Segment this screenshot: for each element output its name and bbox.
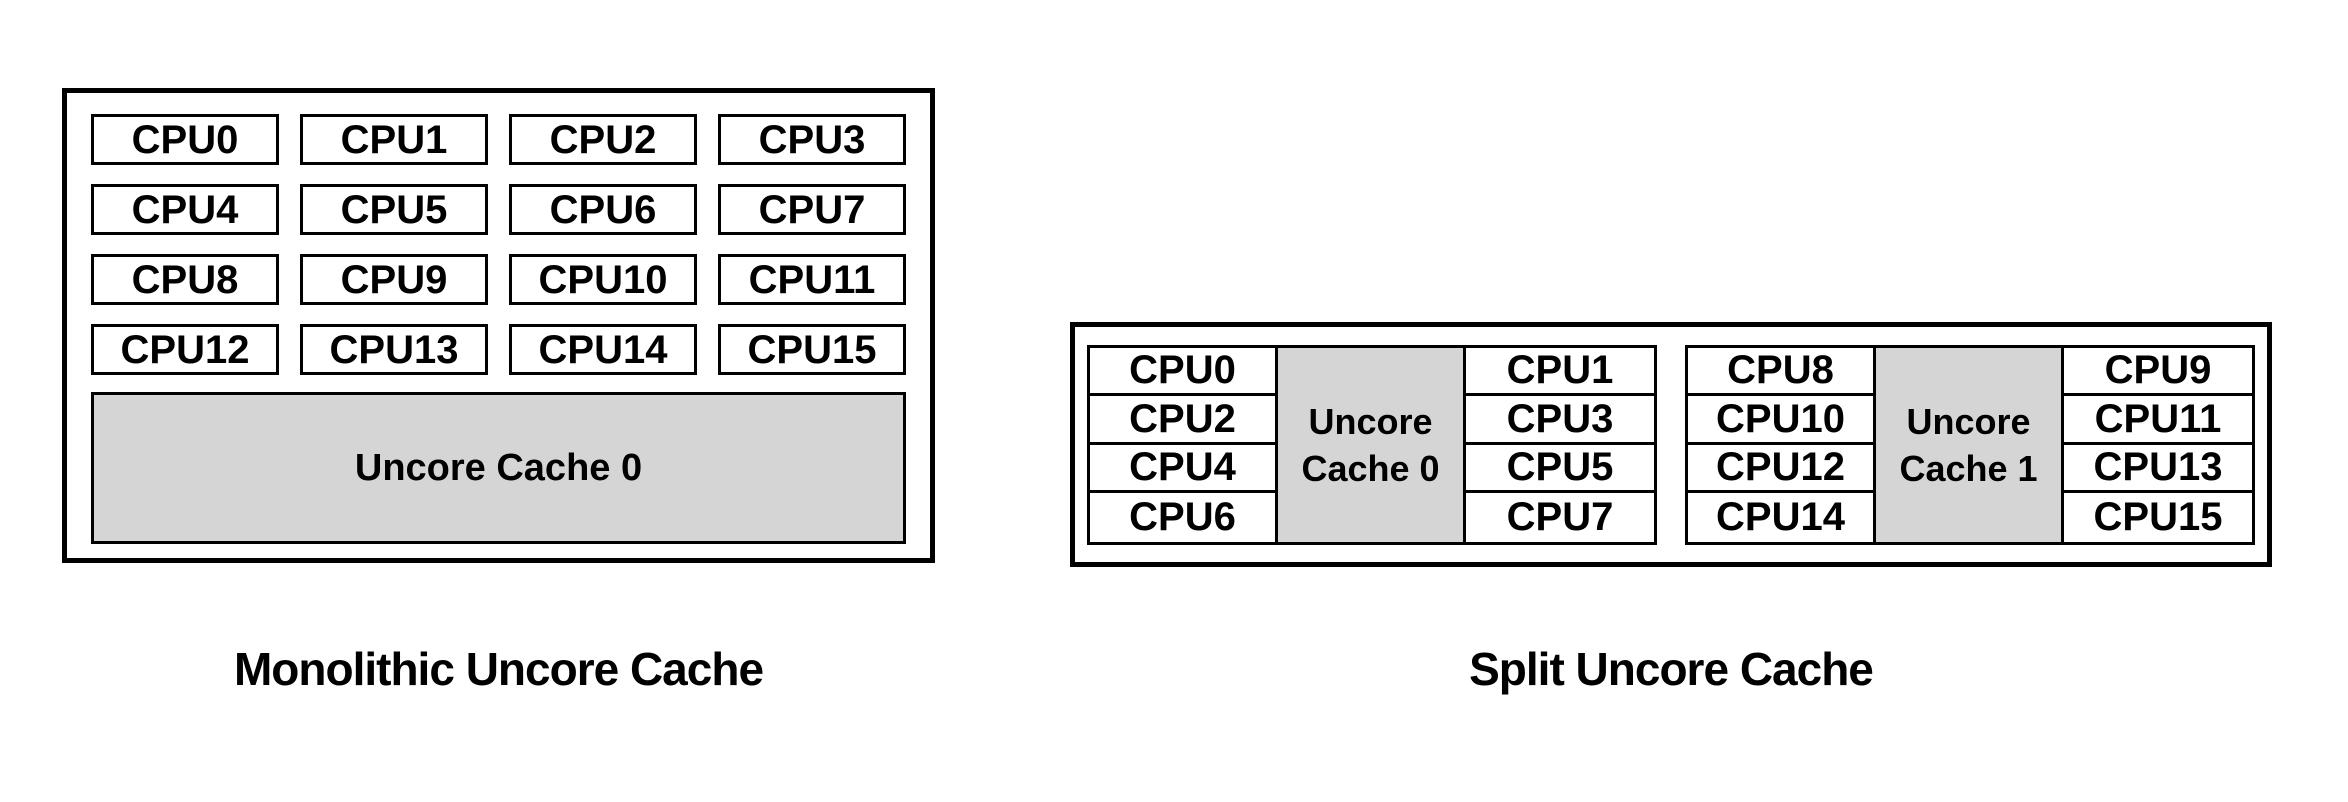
split-group-1: CPU8 CPU10 CPU12 CPU14 Uncore Cache 1 CP… xyxy=(1685,344,2255,545)
cpu-cell: CPU14 xyxy=(509,324,697,375)
split-group-1-right-column: CPU9 CPU11 CPU13 CPU15 xyxy=(2064,347,2252,542)
cpu-cell: CPU2 xyxy=(509,114,697,165)
cpu-cell: CPU10 xyxy=(509,254,697,305)
uncore-cache-0-label: Uncore Cache 0 xyxy=(1301,400,1440,489)
cpu-cell: CPU4 xyxy=(91,184,279,235)
cpu-cell: CPU15 xyxy=(718,324,906,375)
split-group-0-right-column: CPU1 CPU3 CPU5 CPU7 xyxy=(1466,347,1654,542)
cpu-cell: CPU8 xyxy=(91,254,279,305)
monolithic-caption: Monolithic Uncore Cache xyxy=(233,643,764,695)
cpu-cell: CPU0 xyxy=(91,114,279,165)
split-group-0-left-column: CPU0 CPU2 CPU4 CPU6 xyxy=(1090,347,1278,542)
cpu-cell: CPU5 xyxy=(1466,444,1654,493)
cpu-cell: CPU13 xyxy=(300,324,488,375)
cpu-cell: CPU5 xyxy=(300,184,488,235)
cpu-cell: CPU9 xyxy=(2064,347,2252,396)
uncore-cache-0-cell: Uncore Cache 0 xyxy=(1278,347,1466,542)
uncore-cache-1-label: Uncore Cache 1 xyxy=(1899,400,2038,489)
cpu-cell: CPU4 xyxy=(1090,444,1275,493)
cpu-cell: CPU12 xyxy=(1688,444,1873,493)
cpu-cell: CPU6 xyxy=(1090,493,1275,542)
cpu-cell: CPU6 xyxy=(509,184,697,235)
cpu-cell: CPU10 xyxy=(1688,396,1873,445)
cpu-cell: CPU11 xyxy=(2064,396,2252,445)
uncore-cache-1-cell: Uncore Cache 1 xyxy=(1876,347,2064,542)
cpu-cell: CPU9 xyxy=(300,254,488,305)
cpu-cell: CPU15 xyxy=(2064,493,2252,542)
split-caption: Split Uncore Cache xyxy=(1469,643,1874,695)
cpu-cell: CPU1 xyxy=(1466,347,1654,396)
monolithic-chip-box: CPU0 CPU1 CPU2 CPU3 CPU4 CPU5 CPU6 CPU7 … xyxy=(62,88,935,563)
cpu-cell: CPU7 xyxy=(718,184,906,235)
cpu-cell: CPU12 xyxy=(91,324,279,375)
monolithic-cpu-grid: CPU0 CPU1 CPU2 CPU3 CPU4 CPU5 CPU6 CPU7 … xyxy=(91,114,906,375)
cpu-cell: CPU14 xyxy=(1688,493,1873,542)
cpu-cell: CPU2 xyxy=(1090,396,1275,445)
split-group-0: CPU0 CPU2 CPU4 CPU6 Uncore Cache 0 CPU1 … xyxy=(1087,344,1657,545)
split-chip-box: CPU0 CPU2 CPU4 CPU6 Uncore Cache 0 CPU1 … xyxy=(1070,322,2272,567)
cpu-cell: CPU1 xyxy=(300,114,488,165)
cpu-cell: CPU3 xyxy=(718,114,906,165)
cpu-cell: CPU0 xyxy=(1090,347,1275,396)
cpu-cell: CPU13 xyxy=(2064,444,2252,493)
cpu-cell: CPU3 xyxy=(1466,396,1654,445)
cpu-cell: CPU7 xyxy=(1466,493,1654,542)
split-group-1-left-column: CPU8 CPU10 CPU12 CPU14 xyxy=(1688,347,1876,542)
cpu-cell: CPU11 xyxy=(718,254,906,305)
uncore-cache-0-block: Uncore Cache 0 xyxy=(91,392,906,544)
cpu-cell: CPU8 xyxy=(1688,347,1873,396)
